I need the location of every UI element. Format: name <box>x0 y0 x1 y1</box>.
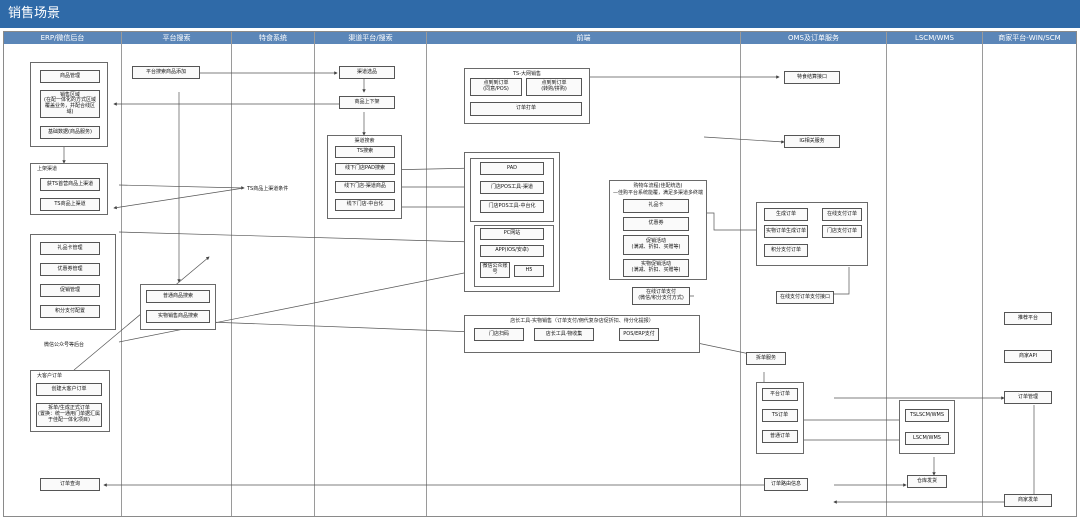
oms-ts-order[interactable]: TS订单 <box>762 409 798 422</box>
lane-erp: ERP/微信后台 <box>4 32 122 516</box>
lane-platform-search: 平台搜索 <box>122 32 232 516</box>
channel-shelf[interactable]: 商品上下架 <box>339 96 395 109</box>
oms-online-pay-api[interactable]: 在线支付订单支付接口 <box>776 291 834 304</box>
lane-front-header: 前端 <box>427 32 740 44</box>
front-app[interactable]: APP(IOS/安卓) <box>480 245 544 257</box>
erp-wechat: 微信公众号等后台 <box>44 342 85 348</box>
erp-gen-order[interactable]: 拆单/生成正式订单 (置换：统一通用门单据汇属于佳配一体化项目) <box>36 403 102 427</box>
front-store-tool[interactable]: 店长工具·物收集 <box>534 328 594 341</box>
erp-bigcustomer-title: 大客户订单 <box>37 373 63 379</box>
lane-special-header: 特食系统 <box>232 32 314 44</box>
lane-channel: 渠道平台/搜索 <box>315 32 427 516</box>
front-pad[interactable]: PAD <box>480 162 544 175</box>
oms-platform-order[interactable]: 平台订单 <box>762 388 798 401</box>
oms-store-pay[interactable]: 门店支付订单 <box>822 225 862 238</box>
lane-merchant: 商家平台-WIN/SCM <box>983 32 1076 516</box>
page-title: 销售场景 <box>0 0 1080 28</box>
merchant-recommend[interactable]: 推荐平台 <box>1004 312 1052 325</box>
front-cart-title: 购物车流程(佳配统选) —佳购平台系统能覆，满足多渠道多终端 <box>612 183 703 196</box>
erp-giftcard[interactable]: 礼品卡管理 <box>40 242 100 255</box>
channel-selection[interactable]: 渠道选品 <box>339 66 395 79</box>
merchant-order-mgmt[interactable]: 订单管理 <box>1004 391 1052 404</box>
erp-base-service[interactable]: 基础数据(商品服务) <box>40 126 100 139</box>
lane-erp-header: ERP/微信后台 <box>4 32 121 44</box>
lscm-lscm[interactable]: LSCM/WMS <box>905 432 949 445</box>
erp-listing-title: 上架渠道 <box>37 166 58 172</box>
channel-search-title: 渠道搜索 <box>354 138 375 144</box>
erp-create-big-order[interactable]: 创建大客户订单 <box>36 383 102 396</box>
lane-lscm-header: LSCM/WMS <box>887 32 982 44</box>
oms-order-status[interactable]: 订单路由信息 <box>764 478 808 491</box>
lane-lscm: LSCM/WMS <box>887 32 983 516</box>
lane-platform-search-header: 平台搜索 <box>122 32 231 44</box>
erp-channel-listing[interactable]: 获TS首营商品上渠道 <box>40 178 100 191</box>
erp-order-query[interactable]: 订单查询 <box>40 478 100 491</box>
channel-mid-platform[interactable]: 线下门店-中台化 <box>335 199 395 211</box>
front-online-order[interactable]: 点到到订单 (转购/拼购) <box>526 78 582 96</box>
lane-front: 前端 <box>427 32 741 516</box>
oms-real-order[interactable]: 实物订单生成订单 <box>764 225 808 238</box>
front-pos-mid[interactable]: 门店POS工具-中台化 <box>480 200 544 213</box>
oms-points-pay[interactable]: 积分支付订单 <box>764 244 808 257</box>
lane-channel-header: 渠道平台/搜索 <box>315 32 426 44</box>
lane-oms-header: OMS及订单服务 <box>741 32 886 44</box>
front-offline-order[interactable]: 点到到订单 (同意/POS) <box>470 78 522 96</box>
lscm-tslscm[interactable]: TSLSCM/WMS <box>905 409 949 422</box>
front-store-code[interactable]: 门店扫码 <box>474 328 524 341</box>
lane-merchant-header: 商家平台-WIN/SCM <box>983 32 1076 44</box>
channel-channel-goods[interactable]: 线下门店-渠道商品 <box>335 181 395 193</box>
erp-coupon[interactable]: 优惠券管理 <box>40 263 100 276</box>
merchant-api[interactable]: 商家API <box>1004 350 1052 363</box>
swimlane-frame: ERP/微信后台 平台搜索 特食系统 渠道平台/搜索 前端 OMS及订单服务 L… <box>3 31 1077 517</box>
oms-ig-service[interactable]: IG相关服务 <box>784 135 840 148</box>
front-pos-pay[interactable]: POS/ERP支付 <box>619 328 659 341</box>
channel-pad-search[interactable]: 线下门店PAD搜索 <box>335 163 395 175</box>
erp-ts-listing[interactable]: TS商品上渠道 <box>40 198 100 211</box>
erp-points[interactable]: 积分支付配置 <box>40 305 100 318</box>
lane-oms: OMS及订单服务 <box>741 32 887 516</box>
platform-search-entry[interactable]: 平台搜索商品添加 <box>132 66 200 79</box>
front-mini[interactable]: 微信公众账号 <box>480 262 510 278</box>
front-promo[interactable]: 促销活动 (满减、折扣、买赠等) <box>623 235 689 255</box>
oms-split-service[interactable]: 拆单服务 <box>746 352 786 365</box>
front-online-pay[interactable]: 在线订单支付 (微信/积分支付方式) <box>632 287 690 305</box>
channel-ts-search[interactable]: TS搜索 <box>335 146 395 158</box>
erp-sales-area[interactable]: 销售区域 (在配一体化的方式区域覆盖业务，并配合线区域) <box>40 90 100 118</box>
erp-promo[interactable]: 促销管理 <box>40 284 100 297</box>
lscm-warehouse[interactable]: 仓库发货 <box>907 475 947 488</box>
front-assist-title: 店长工具-实物销售（订单支付/佣代复杂店促折扣、待分化提报） <box>510 318 654 324</box>
platform-general-search[interactable]: 普通商品搜索 <box>146 290 210 303</box>
oms-special-api[interactable]: 特食结算接口 <box>784 71 840 84</box>
front-giftcard[interactable]: 礼品卡 <box>623 199 689 213</box>
oms-online-order[interactable]: 在线支付订单 <box>822 208 862 221</box>
front-order-done[interactable]: 订单打单 <box>470 102 582 116</box>
special-ts-condition: TS商品上渠道条件 <box>247 186 289 192</box>
front-real-promo[interactable]: 实物促销活动 (满减、折扣、买赠等) <box>623 259 689 277</box>
oms-normal-order[interactable]: 普通订单 <box>762 430 798 443</box>
front-coupon[interactable]: 优惠券 <box>623 217 689 231</box>
front-pos-tool[interactable]: 门店POS工具-渠道 <box>480 181 544 194</box>
platform-physical-search[interactable]: 实物销售商品搜索 <box>146 310 210 323</box>
merchant-delivery[interactable]: 商家发单 <box>1004 494 1052 507</box>
front-h5[interactable]: H5 <box>514 265 544 277</box>
front-ts-title: TS-大网销售 <box>512 71 542 77</box>
lane-special: 特食系统 <box>232 32 315 516</box>
front-pc[interactable]: PC网站 <box>480 228 544 240</box>
erp-goods-mgmt[interactable]: 商品管理 <box>40 70 100 83</box>
oms-gen-order[interactable]: 生成订单 <box>764 208 808 221</box>
